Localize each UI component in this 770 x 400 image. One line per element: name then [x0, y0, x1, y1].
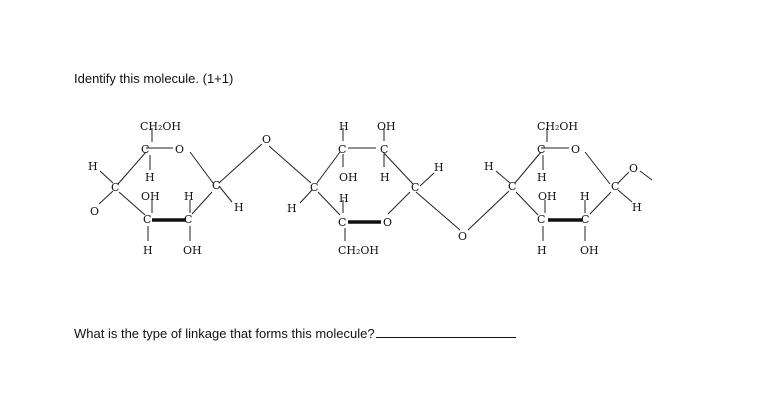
- label-c: C: [212, 179, 220, 192]
- label-oh: OH: [141, 190, 160, 203]
- question-identify-molecule: Identify this molecule. (1+1): [74, 71, 234, 86]
- label-o: O: [629, 162, 638, 175]
- glucose-ring-1: [98, 128, 263, 241]
- label-c: C: [111, 181, 119, 194]
- label-oh: OH: [538, 190, 557, 203]
- label-h: H: [88, 160, 98, 173]
- label-h: H: [234, 201, 244, 214]
- label-c: C: [611, 180, 619, 193]
- label-o: O: [90, 205, 99, 218]
- label-c: C: [581, 213, 589, 226]
- label-oh: OH: [580, 244, 599, 257]
- label-h: H: [339, 192, 349, 205]
- label-h: H: [145, 171, 155, 184]
- label-h: H: [434, 161, 444, 174]
- label-glycosidic-o: O: [262, 133, 271, 146]
- label-c: C: [310, 181, 318, 194]
- label-h: H: [339, 120, 349, 133]
- glucose-ring-2: [268, 128, 461, 241]
- label-ch2oh: CH₂OH: [140, 120, 181, 133]
- label-c: C: [338, 143, 346, 156]
- label-ch2oh: CH₂OH: [537, 120, 578, 133]
- label-oh: OH: [339, 171, 358, 184]
- label-h: H: [380, 171, 390, 184]
- label-c: C: [143, 213, 151, 226]
- glucose-ring-3: [467, 128, 653, 241]
- label-ring-o: O: [383, 216, 392, 229]
- label-ring-o: O: [175, 143, 184, 156]
- label-h: H: [632, 201, 642, 214]
- label-h: H: [484, 160, 494, 173]
- label-c: C: [537, 213, 545, 226]
- label-ch2oh: CH₂OH: [338, 244, 379, 257]
- label-h: H: [143, 244, 153, 257]
- label-glycosidic-o: O: [458, 230, 467, 243]
- label-oh: OH: [377, 120, 396, 133]
- label-c: C: [141, 143, 149, 156]
- label-h: H: [537, 171, 547, 184]
- label-c: C: [380, 143, 388, 156]
- answer-blank[interactable]: [375, 325, 516, 338]
- label-ring-o: O: [571, 143, 580, 156]
- label-c: C: [537, 143, 545, 156]
- label-c: C: [338, 216, 346, 229]
- label-h: H: [184, 190, 194, 203]
- label-c: C: [508, 180, 516, 193]
- label-h: H: [287, 202, 297, 215]
- atom-labels: CH₂OH C O H H C OH H C O H C C H OH O H …: [88, 120, 642, 257]
- label-h: H: [537, 244, 547, 257]
- label-c: C: [411, 181, 419, 194]
- label-oh: OH: [183, 244, 202, 257]
- label-h: H: [580, 190, 590, 203]
- question-linkage-text: What is the type of linkage that forms t…: [74, 326, 375, 341]
- question-linkage-type: What is the type of linkage that forms t…: [74, 325, 516, 341]
- label-c: C: [184, 213, 192, 226]
